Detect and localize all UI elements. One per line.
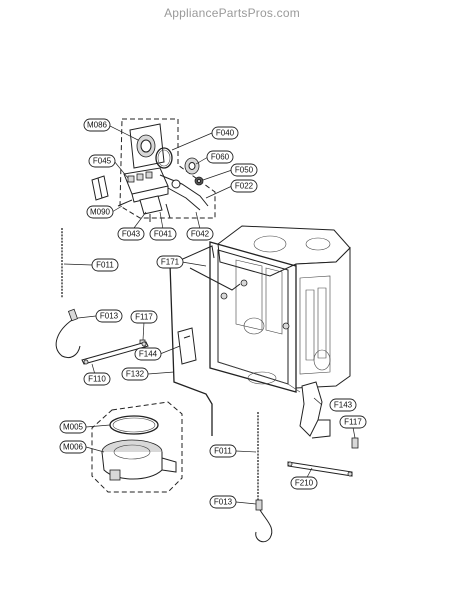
callout-M005[interactable]: M005 xyxy=(59,420,87,434)
watermark: AppliancePartsPros.com xyxy=(164,6,300,20)
hinge-screw xyxy=(240,279,248,287)
callout-F011-top-text: F011 xyxy=(96,261,114,270)
callout-F110-text: F110 xyxy=(88,375,106,384)
callout-F013-top[interactable]: F013 xyxy=(95,309,123,323)
callout-F060-text: F060 xyxy=(211,153,230,162)
pump-body xyxy=(123,167,209,211)
gasket-ring xyxy=(155,147,173,169)
callout-F011-bottom-text: F011 xyxy=(214,447,232,456)
bracket-f144 xyxy=(177,327,197,365)
filter-part xyxy=(91,175,109,201)
callout-F041[interactable]: F041 xyxy=(149,227,177,241)
callout-M090-text: M090 xyxy=(90,208,111,217)
callout-F040[interactable]: F040 xyxy=(211,126,239,140)
callout-F042[interactable]: F042 xyxy=(186,227,214,241)
callout-F117-left-text: F117 xyxy=(135,313,153,322)
connector-part xyxy=(117,199,133,207)
callout-M006[interactable]: M006 xyxy=(59,440,87,454)
door-gasket xyxy=(169,263,213,436)
callout-F171[interactable]: F171 xyxy=(156,255,184,269)
cable-top xyxy=(55,308,81,359)
rail-right xyxy=(287,461,353,477)
callout-F050-text: F050 xyxy=(235,166,254,175)
callout-F043[interactable]: F043 xyxy=(117,227,145,241)
callout-F060[interactable]: F060 xyxy=(206,150,234,164)
callout-F013-top-text: F013 xyxy=(100,312,119,321)
callout-F013-bottom-text: F013 xyxy=(214,498,233,507)
callout-F132[interactable]: F132 xyxy=(121,367,149,381)
callout-F022-text: F022 xyxy=(235,182,254,191)
callout-F117-left[interactable]: F117 xyxy=(130,310,158,324)
callout-F110[interactable]: F110 xyxy=(83,372,111,386)
callout-F117-right[interactable]: F117 xyxy=(339,415,367,429)
bracket-f143 xyxy=(299,381,331,439)
callout-M090[interactable]: M090 xyxy=(86,205,114,219)
impeller-part xyxy=(184,157,200,175)
callout-F011-top[interactable]: F011 xyxy=(91,258,119,272)
callout-F013-bottom[interactable]: F013 xyxy=(209,495,237,509)
callout-M006-text: M006 xyxy=(63,443,84,452)
tub-body xyxy=(209,225,351,393)
callout-M086[interactable]: M086 xyxy=(83,118,111,132)
callout-F210[interactable]: F210 xyxy=(290,476,318,490)
callout-M086-text: M086 xyxy=(87,121,108,130)
door-gasket-inner xyxy=(175,245,215,263)
seal-part xyxy=(194,176,204,186)
callout-F143-text: F143 xyxy=(334,401,353,410)
pump-motor-assembly xyxy=(101,439,177,481)
callout-F050[interactable]: F050 xyxy=(230,163,258,177)
callout-F144[interactable]: F144 xyxy=(134,347,162,361)
callout-F144-text: F144 xyxy=(139,350,158,359)
sump-housing-plate xyxy=(129,123,165,169)
callout-F043-text: F043 xyxy=(122,230,141,239)
callout-F041-text: F041 xyxy=(154,230,173,239)
rail-left xyxy=(81,341,149,365)
callout-F022[interactable]: F022 xyxy=(230,179,258,193)
callout-F171-text: F171 xyxy=(161,258,180,267)
callout-F143[interactable]: F143 xyxy=(329,398,357,412)
callout-F045[interactable]: F045 xyxy=(88,154,116,168)
top-assembly-boundary xyxy=(119,118,216,219)
callout-F042-text: F042 xyxy=(191,230,210,239)
cable-bottom xyxy=(255,499,273,543)
callout-F117-right-text: F117 xyxy=(344,418,362,427)
bottom-assembly-boundary xyxy=(91,401,183,493)
callout-F045-text: F045 xyxy=(93,157,112,166)
clip-right xyxy=(351,437,359,449)
callout-F040-text: F040 xyxy=(216,129,235,138)
callout-F011-bottom[interactable]: F011 xyxy=(209,444,237,458)
callout-F132-text: F132 xyxy=(126,370,145,379)
sump-ring xyxy=(109,415,159,435)
hinge-bracket xyxy=(189,267,241,291)
callout-M005-text: M005 xyxy=(63,423,84,432)
callout-F210-text: F210 xyxy=(295,479,314,488)
pump-bracket xyxy=(139,195,171,222)
